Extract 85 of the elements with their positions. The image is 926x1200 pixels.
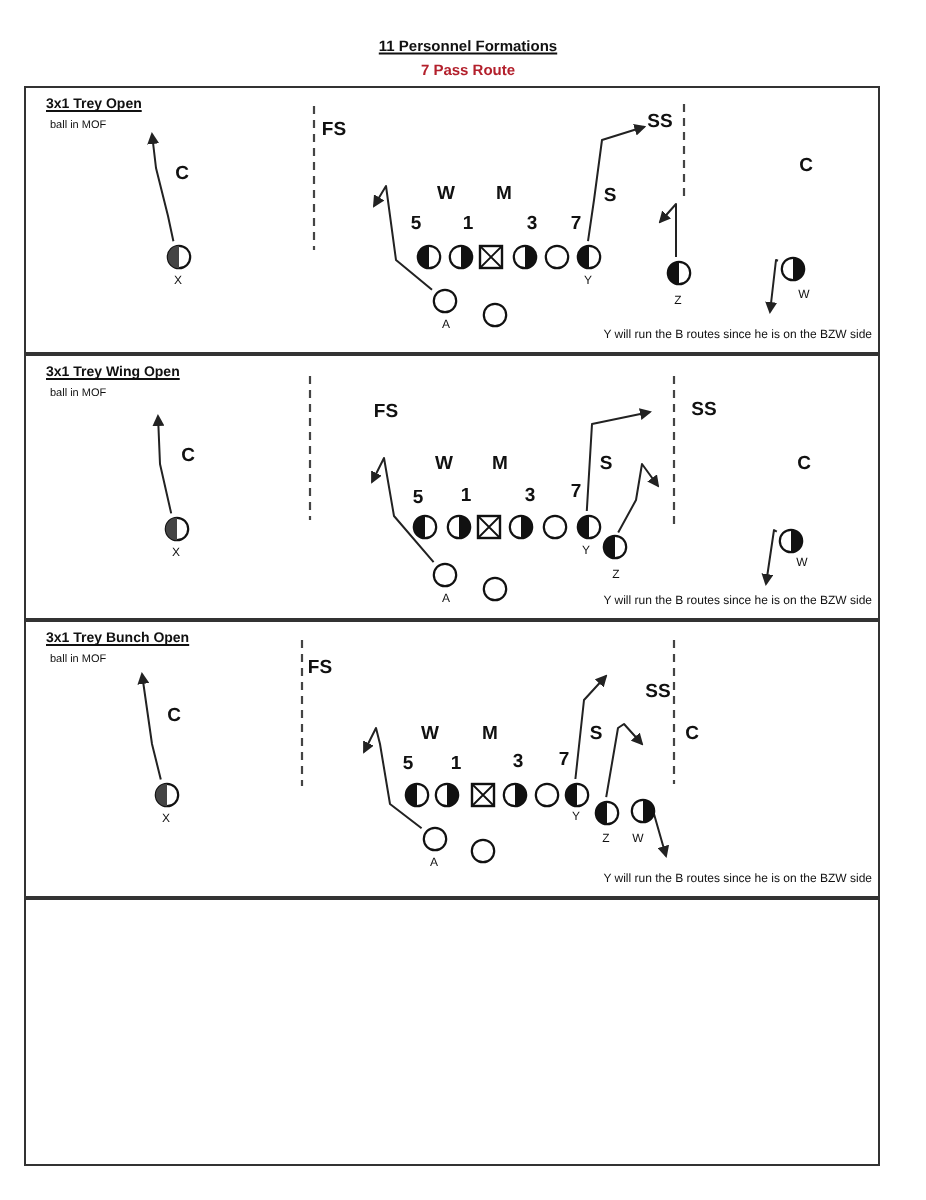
center-symbol [475,513,501,539]
route-arrow [372,185,433,291]
defender-label: 7 [570,482,582,502]
route-arrow [587,124,647,243]
player-symbol [165,243,191,269]
defender-label: 7 [570,214,582,234]
defender-label: SS [645,682,671,702]
defender-label: 5 [412,488,424,508]
route-arrow [605,723,644,799]
defender-label: C [181,446,195,466]
center-symbol [469,781,495,807]
player-symbol [447,243,473,269]
player-symbol [481,301,507,327]
player-symbol [593,799,619,825]
defender-label: C [799,156,813,176]
center-symbol [477,243,503,269]
defender-label: 7 [558,750,570,770]
player-symbol [777,527,803,553]
route-arrow [761,529,778,586]
formation-panel [24,354,880,620]
route-arrow [152,414,173,515]
player-symbol [421,825,447,851]
player-symbol [511,243,537,269]
player-symbol [601,533,627,559]
player-symbol [543,243,569,269]
route-arrow [137,672,162,781]
player-symbol [575,243,601,269]
defender-label: 5 [402,754,414,774]
defender-label: M [492,454,508,474]
player-symbol [431,287,457,313]
player-symbol [431,561,457,587]
route-arrow [585,408,652,512]
defender-label: FS [373,402,399,422]
defender-label: C [167,706,181,726]
route-arrow [658,203,677,258]
route-arrow [363,727,423,830]
defender-label: C [797,454,811,474]
player-symbol [533,781,559,807]
defender-label: S [599,454,613,474]
defender-label: W [437,184,455,204]
defender-label: 3 [512,752,524,772]
player-symbol [469,837,495,863]
player-symbol [445,513,471,539]
defender-label: S [589,724,603,744]
player-symbol [411,513,437,539]
defender-label: 3 [524,486,536,506]
defender-label: 1 [462,214,474,234]
player-symbol [163,515,189,541]
player-symbol [415,243,441,269]
route-arrow [147,132,175,243]
player-symbol [541,513,567,539]
route-arrow [651,812,669,858]
player-symbol [433,781,459,807]
route-arrow [617,463,660,534]
defender-label: 1 [450,754,462,774]
player-symbol [153,781,179,807]
player-symbol [507,513,533,539]
empty-panel [24,898,880,1166]
player-symbol [575,513,601,539]
player-symbol [665,259,691,285]
defender-label: FS [307,658,333,678]
defender-label: 3 [526,214,538,234]
defender-label: W [435,454,453,474]
defender-label: S [603,186,617,206]
formation-panel [24,620,880,898]
route-arrow [765,259,779,314]
player-symbol [403,781,429,807]
defender-label: M [482,724,498,744]
defender-label: 1 [460,486,472,506]
defender-label: FS [321,120,347,140]
route-arrow [574,674,608,780]
defender-label: C [175,164,189,184]
player-symbol [481,575,507,601]
formation-panel [24,86,880,354]
defender-label: W [421,724,439,744]
defender-label: C [685,724,699,744]
player-symbol [501,781,527,807]
route-arrow [371,457,435,564]
defender-label: SS [691,400,717,420]
defender-label: SS [647,112,673,132]
player-symbol [563,781,589,807]
player-symbol [779,255,805,281]
player-symbol [629,797,655,823]
defender-label: M [496,184,512,204]
defender-label: 5 [410,214,422,234]
